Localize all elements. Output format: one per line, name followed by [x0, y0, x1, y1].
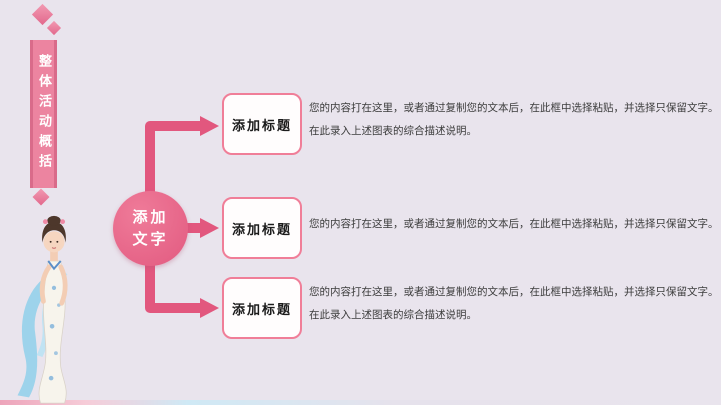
- title-box-1-label: 添加标题: [231, 118, 292, 134]
- hair-flower: [60, 219, 66, 225]
- description-2-line-1: 您的内容打在这里，或者通过复制您的文本后，在此框中选择粘贴，并选择只保留文字。: [309, 218, 719, 230]
- description-text-1[interactable]: 您的内容打在这里，或者通过复制您的文本后，在此框中选择粘贴，并选择只保留文字。 …: [309, 101, 719, 138]
- qipao-woman-illustration: [17, 215, 68, 404]
- arm-left: [39, 264, 52, 304]
- collar: [47, 260, 62, 271]
- hair-flower: [42, 219, 48, 225]
- title-box-3-label: 添加标题: [231, 302, 292, 318]
- hair: [42, 221, 66, 243]
- description-text-2[interactable]: 您的内容打在这里，或者通过复制您的文本后，在此框中选择粘贴，并选择只保留文字。: [309, 217, 719, 231]
- footer-gradient-strip: [0, 400, 721, 405]
- title-box-1[interactable]: 添加标题: [222, 93, 302, 155]
- add-text-line1: 添加: [132, 207, 169, 226]
- description-3-line-1: 您的内容打在这里，或者通过复制您的文本后，在此框中选择粘贴，并选择只保留文字。: [309, 286, 719, 298]
- arrowhead-top: [200, 116, 219, 136]
- title-box-3[interactable]: 添加标题: [222, 277, 302, 339]
- arm-right: [58, 264, 68, 306]
- description-1-line-2: 在此录入上述图表的综合描述说明。: [309, 125, 477, 137]
- add-text-circle[interactable]: 添加 文字: [113, 191, 188, 266]
- title-box-2[interactable]: 添加标题: [222, 197, 302, 259]
- description-text-3[interactable]: 您的内容打在这里，或者通过复制您的文本后，在此框中选择粘贴，并选择只保留文字。 …: [309, 285, 719, 322]
- face: [43, 231, 65, 253]
- description-3-line-2: 在此录入上述图表的综合描述说明。: [309, 309, 477, 321]
- add-text-line2: 文字: [132, 229, 169, 248]
- title-ribbon: 整体活动概括: [30, 40, 57, 188]
- arrowhead-middle: [200, 218, 219, 238]
- description-1-line-1: 您的内容打在这里，或者通过复制您的文本后，在此框中选择粘贴，并选择只保留文字。: [309, 102, 719, 114]
- arrowhead-bottom: [200, 298, 219, 318]
- slide-title-vertical: 整体活动概括: [36, 54, 51, 174]
- blue-scarf: [17, 268, 64, 398]
- title-box-2-label: 添加标题: [231, 222, 292, 238]
- white-dress: [38, 260, 67, 404]
